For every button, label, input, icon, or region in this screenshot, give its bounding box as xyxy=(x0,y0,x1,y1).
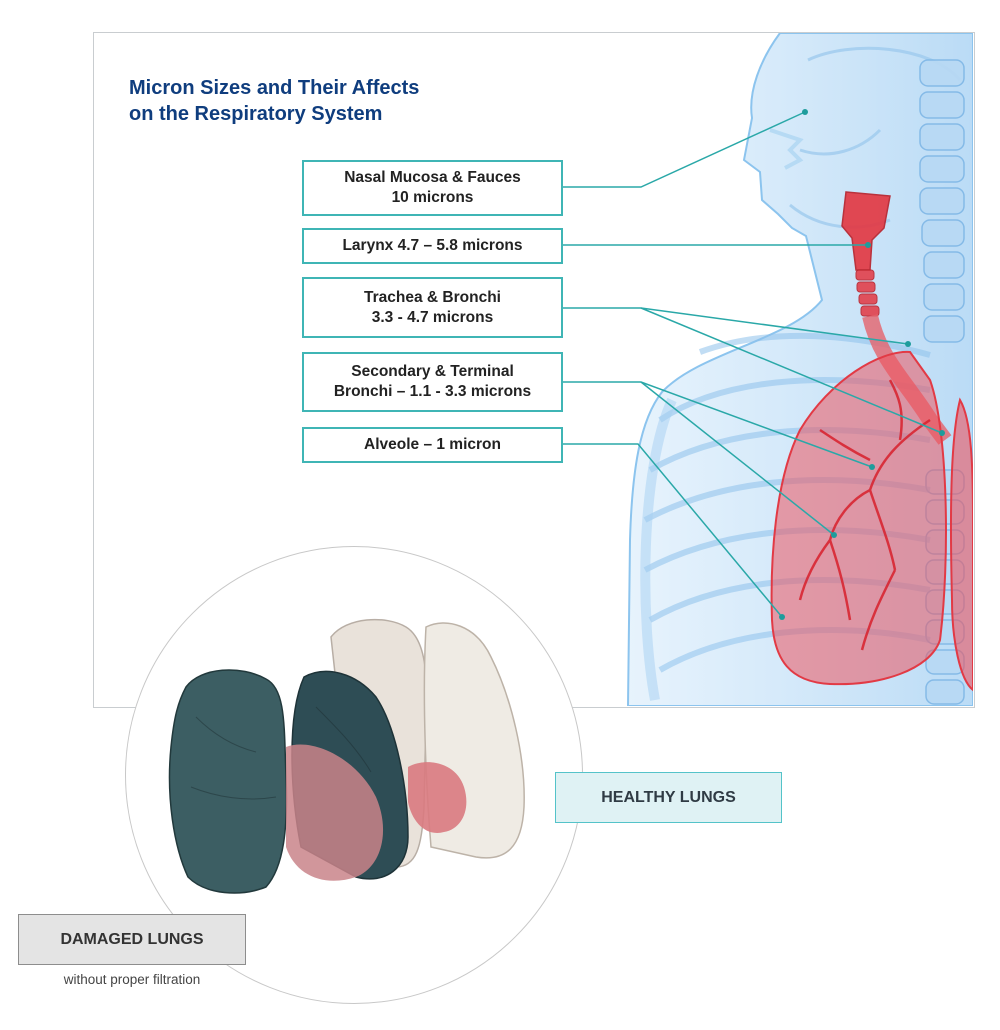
damaged-lungs-caption: without proper filtration xyxy=(63,972,201,987)
title-line-2: on the Respiratory System xyxy=(129,103,383,125)
label-nasal-mucosa: Nasal Mucosa & Fauces 10 microns xyxy=(302,160,563,216)
label-alveole: Alveole – 1 micron xyxy=(302,427,563,463)
label-alveole-line-1: Alveole – 1 micron xyxy=(364,436,501,453)
label-trachea-line-2: 3.3 - 4.7 microns xyxy=(371,308,494,326)
label-nasal-line-1: Nasal Mucosa & Fauces xyxy=(344,169,521,186)
heart xyxy=(286,744,384,881)
label-larynx-line-1: Larynx 4.7 – 5.8 microns xyxy=(342,237,523,254)
leader-dots xyxy=(779,109,945,620)
lungs-photo xyxy=(168,618,525,894)
leader-lines xyxy=(563,111,943,618)
title-line-1: Micron Sizes and Their Affects xyxy=(129,77,420,99)
human-body-xray xyxy=(626,33,973,706)
damaged-lungs-label: DAMAGED LUNGS xyxy=(18,914,246,965)
diagram-title: Micron Sizes and Their Affects on the Re… xyxy=(129,75,419,127)
label-secondary-line-1: Secondary & Terminal xyxy=(351,363,514,380)
label-trachea-line-1: Trachea & Bronchi xyxy=(364,288,501,306)
lungs-comparison-circle xyxy=(125,546,583,1004)
label-secondary-bronchi: Secondary & Terminal Bronchi – 1.1 - 3.3… xyxy=(302,352,563,412)
label-larynx: Larynx 4.7 – 5.8 microns xyxy=(302,228,563,264)
label-trachea-bronchi: Trachea & Bronchi 3.3 - 4.7 microns xyxy=(302,277,563,338)
healthy-lungs-label: HEALTHY LUNGS xyxy=(555,772,782,823)
label-secondary-line-2: Bronchi – 1.1 - 3.3 microns xyxy=(333,383,532,400)
damaged-lung-left xyxy=(168,669,288,894)
label-nasal-line-2: 10 microns xyxy=(391,189,474,206)
